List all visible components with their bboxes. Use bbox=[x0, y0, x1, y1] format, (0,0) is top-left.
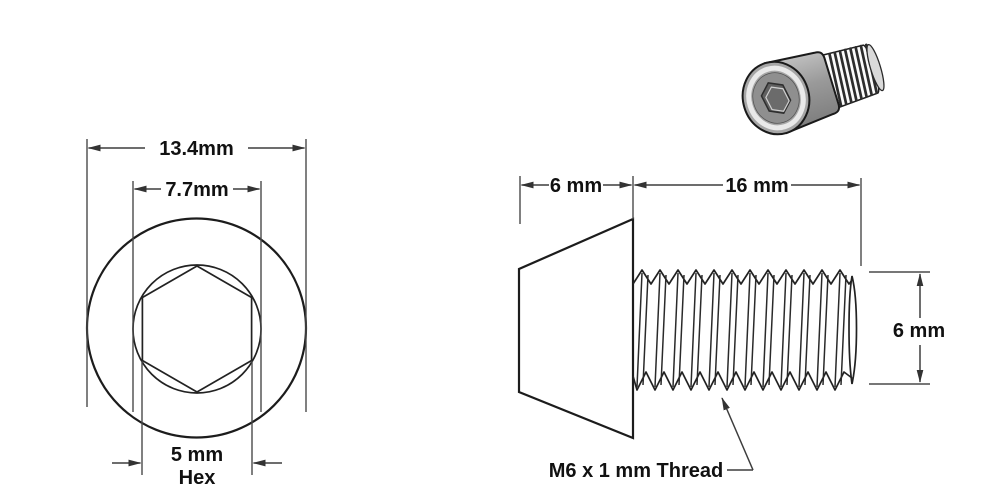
thread-crest-bottom bbox=[632, 371, 853, 391]
dim-thread-length: 16 mm bbox=[633, 175, 862, 266]
socket-circle-label: 7.7mm bbox=[165, 179, 228, 201]
thread-diameter-label: 6 mm bbox=[893, 320, 945, 342]
head-outline-circle bbox=[85, 217, 308, 439]
leader-arrow bbox=[721, 397, 754, 471]
thread-profile bbox=[632, 269, 858, 391]
side-view: 6 mm 16 mm 6 mm M6 x 1 mm Thread bbox=[517, 175, 945, 482]
head-length-label: 6 mm bbox=[550, 175, 602, 197]
thread-length-label: 16 mm bbox=[725, 175, 788, 197]
dim-thread-diameter: 6 mm bbox=[869, 271, 945, 385]
chamfer-ring-highlight bbox=[746, 65, 806, 131]
hex-socket-3d bbox=[760, 82, 792, 114]
screw-3d-shaft bbox=[819, 43, 885, 110]
screw-3d-head bbox=[741, 51, 841, 136]
hex-size-label: 5 mm bbox=[171, 444, 223, 466]
thread-ridges bbox=[828, 43, 879, 107]
dim-hex-size: 5 mm Hex bbox=[112, 361, 282, 489]
thread-end-chamfer bbox=[848, 275, 858, 385]
screw-3d-pictorial bbox=[741, 43, 885, 136]
dim-head-length: 6 mm bbox=[519, 175, 634, 224]
thread-crest-top bbox=[632, 269, 853, 285]
shaft-end-face bbox=[866, 43, 885, 92]
leader-thread-spec: M6 x 1 mm Thread bbox=[549, 397, 754, 482]
socket-counterbore-circle bbox=[132, 264, 262, 394]
hex-socket-outline bbox=[141, 265, 253, 393]
hex-socket-floor bbox=[765, 86, 790, 112]
head-diameter-label: 13.4mm bbox=[159, 138, 234, 160]
dim-head-diameter: 13.4mm bbox=[86, 138, 307, 412]
thread-flank-lines bbox=[636, 272, 847, 388]
front-view: 13.4mm 7.7mm 5 mm Hex bbox=[85, 138, 308, 489]
hex-caption: Hex bbox=[179, 467, 216, 489]
thread-spec-label: M6 x 1 mm Thread bbox=[549, 460, 724, 482]
screw-head-profile bbox=[517, 217, 635, 440]
dim-socket-circle: 7.7mm bbox=[132, 179, 262, 412]
